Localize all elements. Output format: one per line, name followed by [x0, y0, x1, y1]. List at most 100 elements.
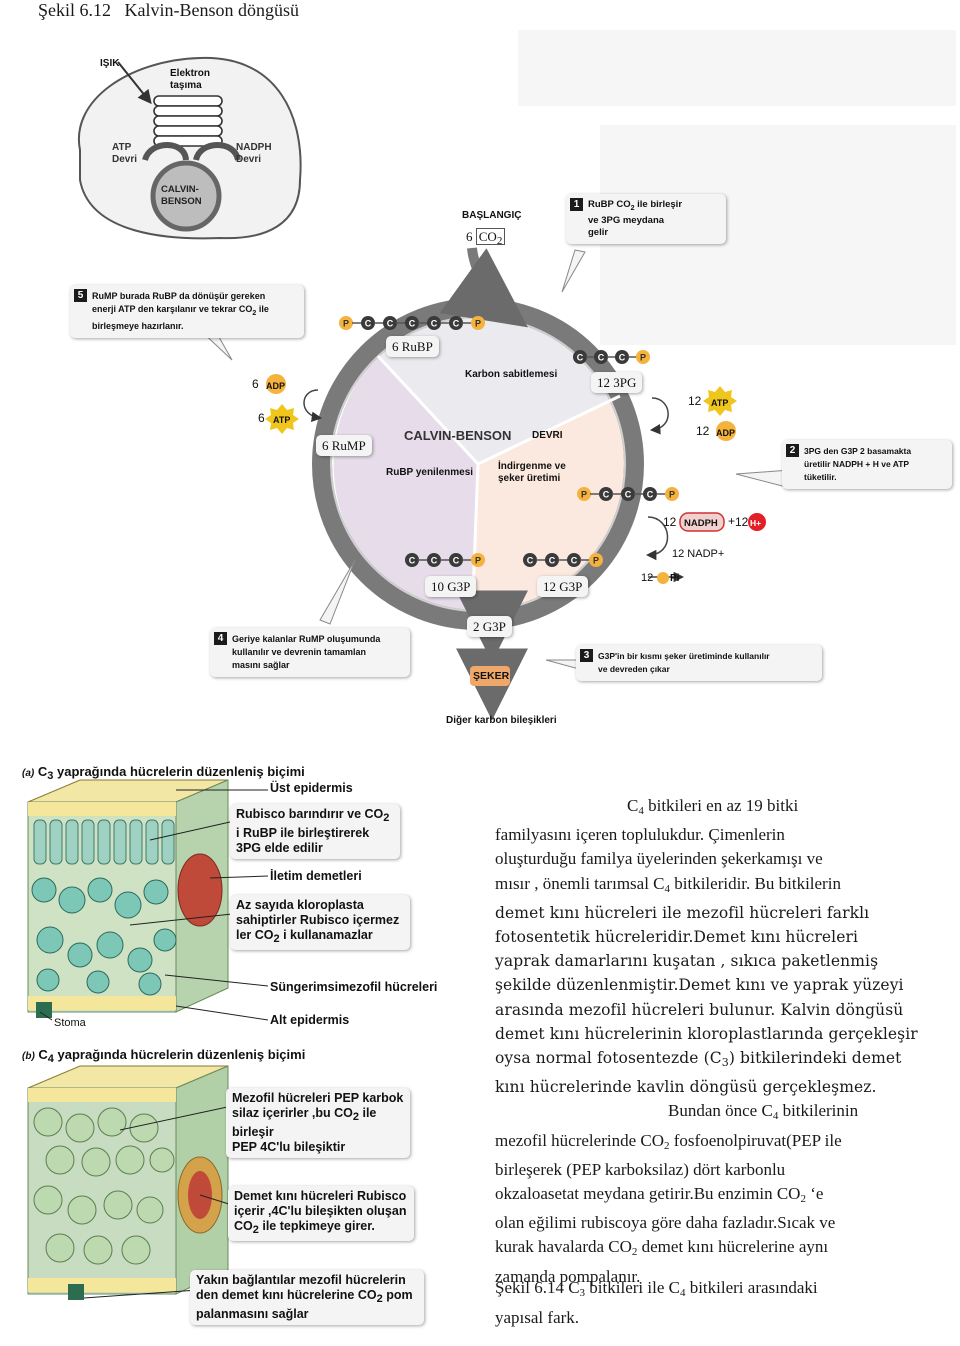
- label-2-g3p: 2 G3P: [467, 616, 512, 637]
- carbon-label: C: [365, 319, 372, 329]
- carbon-bead: [427, 316, 441, 330]
- yakin-line-3: palanmasını sağlar: [196, 1307, 309, 1321]
- text-line-11: oysa normal fotosentezde (C3) bitkilerin…: [495, 1046, 935, 1075]
- carbon-bead: [545, 553, 559, 567]
- c3-letter: (a): [22, 768, 35, 779]
- step-4-number: 4: [214, 632, 227, 645]
- atp12-count: 12: [688, 394, 702, 408]
- text-l4a: mısır , önemli tarımsal C: [495, 873, 665, 893]
- yakin-line-1: Yakın bağlantılar mezofil hücrelerin: [196, 1273, 406, 1287]
- text-l14b: fosfoenolpiruvat(PEP ile: [669, 1130, 842, 1150]
- light-arrow: [117, 61, 152, 105]
- step-5-sub: 2: [252, 310, 257, 317]
- cap2-d: yapısal fark.: [495, 1307, 580, 1327]
- carbon-label: C: [431, 556, 438, 566]
- step-2-line-1: 3PG den G3P 2 basamakta: [804, 446, 912, 456]
- bundle-sheath-c3-callout: Az sayıda kloroplasta sahiptirler Rubisc…: [230, 895, 410, 950]
- carbon-label: C: [453, 556, 460, 566]
- mez-line-3: PEP 4C'lu bileşiktir: [232, 1140, 346, 1154]
- carbon-label: C: [571, 556, 578, 566]
- carbon-label: C: [409, 556, 416, 566]
- pi12-text: Pi: [670, 573, 680, 584]
- bs-c4-line-3b: ile tepkimeye girer.: [258, 1219, 375, 1233]
- carbon-fixation-label: Karbon sabitlemesi: [465, 369, 558, 380]
- c4-leaf-block: [27, 1065, 229, 1300]
- bs-c4-line-2: içerir ,4C'lu bileşikten oluşan: [234, 1204, 407, 1218]
- atp-devri-2: Devri: [112, 154, 138, 165]
- carbon-bead: [427, 553, 441, 567]
- devri-label: DEVRI: [532, 430, 563, 441]
- segment-regeneration: [333, 356, 478, 620]
- reduction-1: İndirgenme ve: [498, 461, 566, 472]
- carbon-label: C: [431, 319, 438, 329]
- nadph12-text: NADPH: [684, 518, 718, 529]
- step-5-line-1: RuMP burada RuBP da dönüşür gereken: [92, 291, 266, 301]
- small-calvin-2: BENSON: [161, 196, 202, 207]
- rubisco-sub: 2: [383, 812, 390, 824]
- cap2-bsub: 4: [679, 1287, 686, 1299]
- c3-title-rest: yaprağında hücrelerin düzenleniş biçimi: [53, 764, 305, 779]
- carbon-bead: [383, 316, 397, 330]
- text-line-7: yaprak damarlarını kuşatan , sıkıca pake…: [495, 952, 879, 971]
- phosphate-bead: [665, 487, 679, 501]
- carbon-label: C: [549, 556, 556, 566]
- reduction-2: şeker üretimi: [498, 473, 561, 484]
- text-l13sub: 4: [772, 1110, 779, 1123]
- step-3-callout: 3 G3P'in bir kısmı şeker üretiminde kull…: [576, 645, 822, 681]
- atp-devri-1: ATP: [112, 142, 132, 153]
- yakin-line-2a: den demet kını hücrelerine CO: [196, 1288, 377, 1302]
- bs-c3-line-3a: ler CO: [236, 928, 274, 942]
- plasmodesmata-callout: Yakın bağlantılar mezofil hücrelerin den…: [190, 1270, 424, 1325]
- phosphate-bead: [636, 350, 650, 364]
- co2-entry-arrow: [439, 247, 528, 328]
- co2-text: CO: [478, 229, 497, 244]
- lower-epidermis-label: Alt epidermis: [270, 1013, 350, 1027]
- nadph12-count: 12: [663, 515, 677, 529]
- text-l18a: kurak havalarda CO: [495, 1237, 632, 1257]
- electron-label: Elektron taşıma: [170, 68, 210, 92]
- bs-c3-line-3b: i kullanamazlar: [279, 928, 373, 942]
- text-line-18: kurak havalarda CO2 demet kını hücreleri…: [495, 1235, 935, 1264]
- carbon-bead: [643, 487, 657, 501]
- atp6-count: 6: [258, 411, 265, 425]
- text-l11a: oysa normal fotosentezde (C: [495, 1049, 722, 1068]
- c4-title-c: C: [38, 1047, 48, 1062]
- carbon-bead: [361, 316, 375, 330]
- carbon-bead: [615, 350, 629, 364]
- text-line-17: olan eğilimi rubiscoya göre daha fazladı…: [495, 1213, 836, 1233]
- c4-title-sub: 4: [47, 1053, 54, 1065]
- text-l14a: mezofil hücrelerinde CO: [495, 1130, 664, 1150]
- text-l11b: ) bitkilerindeki demet: [728, 1049, 902, 1068]
- stoma-label: Stoma: [54, 1017, 86, 1029]
- atp12-text: ATP: [711, 398, 729, 408]
- figure-caption-top: Şekil 6.12 Kalvin-Benson döngüsü: [38, 0, 299, 20]
- adp6-count: 6: [252, 377, 259, 391]
- yakin-sub: 2: [376, 1293, 383, 1305]
- small-calvin-wheel: [150, 160, 222, 232]
- carbon-label: C: [619, 353, 626, 363]
- carbon-label: C: [409, 319, 416, 329]
- phosphate-label: P: [593, 556, 599, 566]
- step-5-line-2b: ile: [256, 304, 269, 314]
- cap2-b: bitkileri ile C: [585, 1278, 680, 1297]
- bs-c3-line-2: sahiptirler Rubisco içermez: [236, 913, 400, 927]
- atp-badge: [703, 386, 737, 416]
- bg-patch: [518, 30, 956, 106]
- rubisco-line-3: 3PG elde edilir: [236, 841, 323, 855]
- text-l16b: ‘e: [805, 1184, 824, 1204]
- carbon-bead: [405, 553, 419, 567]
- carbon-bead: [449, 553, 463, 567]
- carbon-bead: [594, 350, 608, 364]
- light-label: IŞIK: [100, 58, 120, 69]
- adp-badge: [716, 421, 736, 441]
- seker-badge: [470, 666, 510, 686]
- c3-title: (a) C3 yaprağında hücrelerin düzenleniş …: [22, 764, 305, 784]
- text-line-9: arasında mezofil hücreleri bulunur. Kalv…: [495, 1000, 904, 1019]
- adp12-text: ADP: [716, 428, 736, 438]
- text-line-6: fotosentetik hücreleridir.Demet kını hüc…: [495, 928, 859, 947]
- seker-label: ŞEKER: [473, 670, 510, 682]
- carbon-bead: [523, 553, 537, 567]
- text-line-14: mezofil hücrelerinde CO2 fosfoenolpiruva…: [495, 1129, 935, 1158]
- phosphate-label: P: [640, 353, 646, 363]
